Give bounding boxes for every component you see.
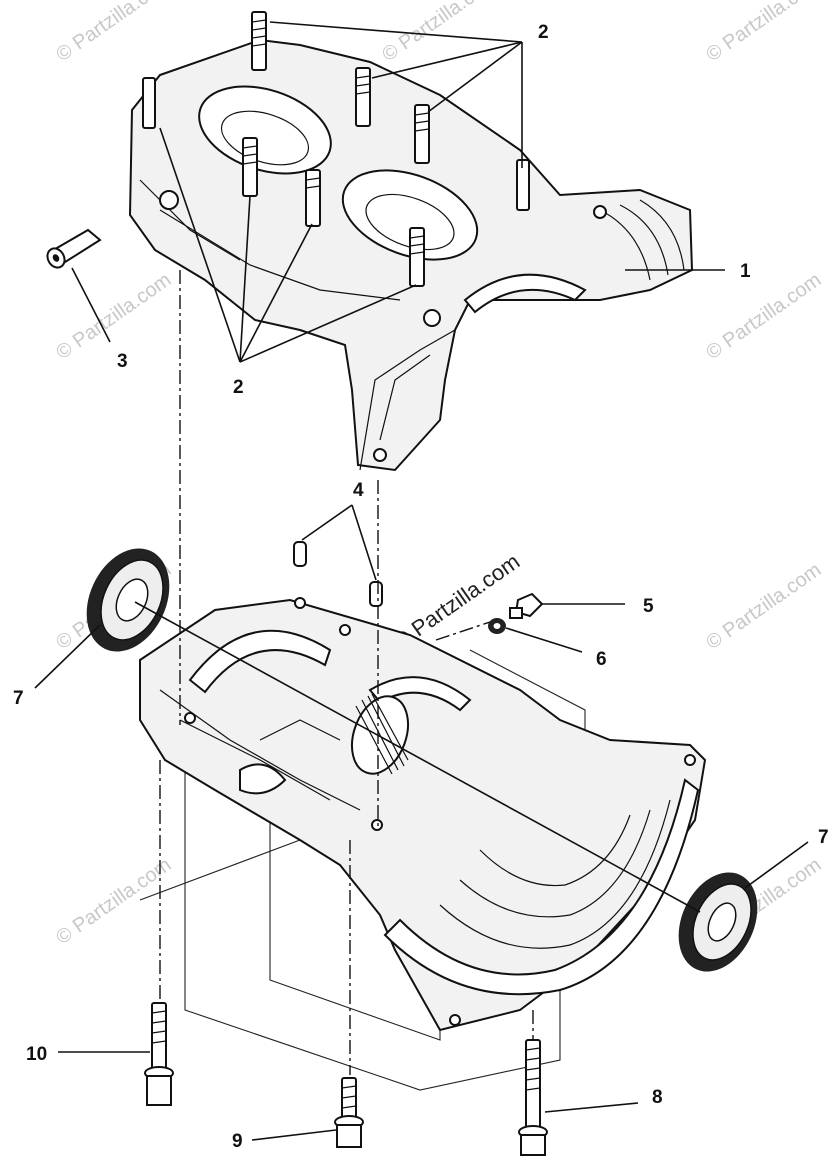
upper-crankcase <box>128 11 694 472</box>
bolt-short-center <box>334 1077 364 1148</box>
oil-seal-right <box>678 872 758 972</box>
callout-4: 4 <box>353 480 364 501</box>
callout-labels: 1 2 2 3 4 5 6 7 7 8 9 10 <box>13 22 829 1152</box>
watermark-text: © Partzilla.com <box>52 269 175 364</box>
watermark-text: © Partzilla.com <box>52 0 175 66</box>
sealing-washer <box>488 618 506 634</box>
callout-2-bottom: 2 <box>233 377 244 398</box>
callout-7-left: 7 <box>13 688 24 709</box>
watermark-text: © Partzilla.com <box>378 0 501 66</box>
callout-5: 5 <box>643 596 654 617</box>
callout-7-right: 7 <box>818 827 829 848</box>
watermark-text: © Partzilla.com <box>702 559 825 654</box>
gear <box>350 693 410 775</box>
lower-crankcase <box>139 597 707 1091</box>
watermark-text: © Partzilla.com <box>52 854 175 949</box>
dowel-pin <box>46 228 102 269</box>
leader-lines <box>34 21 809 1141</box>
alignment-lines <box>134 270 701 1075</box>
watermark-text: © Partzilla.com <box>702 269 825 364</box>
callout-9: 9 <box>232 1131 243 1152</box>
bolt-long-left <box>144 1002 174 1106</box>
callout-8: 8 <box>652 1087 663 1108</box>
callout-1: 1 <box>740 261 751 282</box>
callout-2-top: 2 <box>538 22 549 43</box>
callout-6: 6 <box>596 649 607 670</box>
bolt-long-right <box>518 1039 548 1156</box>
drain-plug <box>509 592 544 619</box>
callout-10: 10 <box>26 1044 47 1065</box>
callout-3: 3 <box>117 351 128 372</box>
alignment-pins <box>293 541 383 607</box>
oil-seal-left <box>86 548 170 652</box>
watermark-text: © Partzilla.com <box>702 0 825 66</box>
